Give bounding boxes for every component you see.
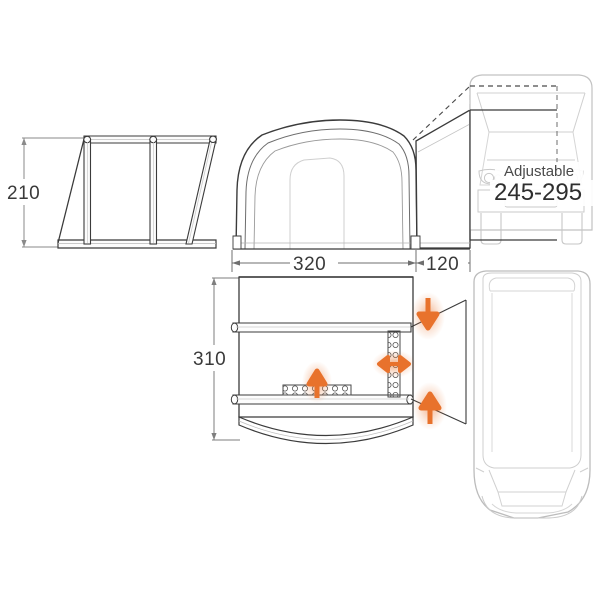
vehicle-plan-outline [473,270,591,519]
awning-ground-band [233,242,470,250]
vehicle-plan-rear-curve [488,277,576,292]
direction-arrows-group [302,292,447,430]
vehicle-plan-bonnet [497,491,567,507]
awning-outer-shell [235,119,418,250]
awning-tunnel-section [415,108,471,249]
side-pole-front [83,135,92,245]
vehicle-plan-windscreen [488,469,576,493]
width-main-dimension-label: 320 [293,254,326,275]
vehicle-plan-view [473,270,591,519]
vehicle-plan-front-inner [491,503,573,514]
side-pole-rear [185,135,217,245]
up-arrow-annotation-center [302,361,332,403]
adjustable-range-label: 245-295 [494,179,582,206]
double-horizontal-arrow-annotation [372,350,416,378]
width-tunnel-label-backdrop [424,251,468,275]
side-front-slope [57,138,85,244]
plan-view: 310 [190,276,467,445]
adjustable-label-backdrop [495,162,583,180]
front-elevation-view: 320 120 [231,85,471,275]
width-main-label-backdrop [290,251,338,275]
vehicle-wheels [480,213,583,245]
plan-front-wall-seam [238,420,414,440]
adjustable-label: Adjustable [504,163,574,180]
awning-seam-inner [253,138,404,250]
awning-seam-outer [244,128,411,250]
side-elevation-view: 210 [4,135,217,249]
vehicle-front-elevation: Adjustable 245-295 [469,74,594,245]
tunnel-seam [417,123,471,153]
adjustable-height-bracket [469,109,557,241]
tunnel-dashed-leader [412,85,471,141]
vehicle-plan-mirror-left [475,467,485,473]
vehicle-plan-front-bumper [481,495,583,519]
vehicle-plan-mirror-right [579,467,589,473]
width-tunnel-dimension-label: 120 [426,254,459,275]
plan-beam-upper [230,322,412,333]
awning-corner-feet [232,235,421,250]
depth-label-backdrop [190,345,232,371]
plan-curved-front-wall [238,416,414,445]
adjustable-range-backdrop [490,180,594,206]
depth-dimension-label: 310 [193,349,226,370]
up-arrow-annotation-right [413,382,447,430]
down-arrow-annotation [411,292,445,340]
vehicle-windscreen [476,92,586,133]
awning-door-outline [289,157,345,249]
height-label-backdrop [4,179,43,205]
vehicle-plan-roof [482,272,582,469]
side-pole-middle [149,135,158,245]
height-dimension-label: 210 [7,183,40,204]
